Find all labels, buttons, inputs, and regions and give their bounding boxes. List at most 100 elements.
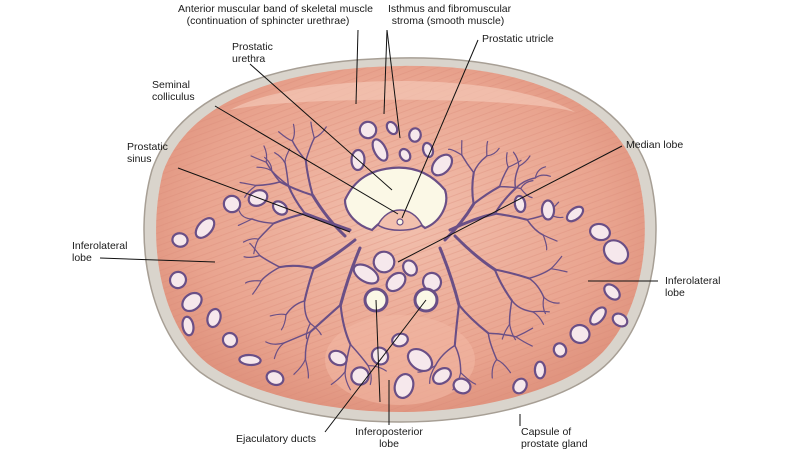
label-line: stroma (smooth muscle) (391, 15, 505, 27)
gland-duct (305, 137, 316, 162)
gland-duct (457, 303, 490, 335)
label-seminal-colliculus: Seminal colliculus (152, 79, 195, 103)
gland-duct (520, 180, 534, 190)
gland-duct (238, 210, 253, 220)
label-line: colliculus (152, 91, 195, 103)
label-prostatic-utricle: Prostatic utricle (482, 33, 554, 45)
label-line: Prostatic (127, 141, 168, 153)
gland-duct (493, 268, 513, 302)
gland-duct (252, 280, 262, 295)
gland-duct (313, 126, 327, 139)
leader-lines (99, 29, 658, 433)
leader-prostatic-sinus (177, 167, 351, 233)
label-capsule: Capsule of prostate gland (521, 426, 588, 450)
gland-duct (244, 184, 257, 198)
gland-duct (309, 303, 342, 334)
gland-acinus (194, 217, 216, 239)
leader-ejaculatory-duct-1 (324, 299, 427, 433)
gland-duct (443, 202, 476, 242)
label-median-lobe: Median lobe (626, 139, 683, 151)
gland-duct (543, 296, 560, 304)
label-inferolateral-lobe-right: Inferolateral lobe (665, 275, 720, 299)
label-line: Seminal (152, 79, 190, 91)
gland-duct (310, 121, 315, 139)
gland-duct (303, 267, 315, 303)
gland-duct (438, 246, 461, 307)
label-line: sinus (127, 153, 152, 165)
label-inferolateral-lobe-left: Inferolateral lobe (72, 240, 127, 264)
leader-isthmus-2 (386, 29, 401, 139)
gland-duct (344, 371, 351, 391)
urethral-lumen (343, 166, 448, 232)
gland-duct (498, 185, 522, 190)
gland-duct (454, 344, 462, 374)
gland-acinus (611, 312, 629, 328)
gland-duct (505, 152, 509, 168)
gland-duct (542, 234, 558, 242)
gland-duct (473, 155, 488, 174)
gland-duct (278, 131, 293, 142)
gland-duct (259, 254, 281, 268)
gland-duct (287, 184, 306, 215)
gland-duct (515, 336, 533, 347)
gland-duct (237, 218, 253, 227)
gland-duct (494, 212, 529, 221)
gland-acinus (168, 270, 188, 290)
gland-duct (472, 185, 501, 206)
gland-duct (249, 242, 261, 257)
gland-duct (304, 331, 311, 361)
gland-duct (263, 145, 268, 163)
gland-duct (486, 147, 500, 157)
gland-acinus (222, 194, 242, 214)
gland-duct (291, 123, 295, 142)
gland-duct (496, 359, 512, 374)
gland-duct (284, 148, 291, 165)
gland-duct (514, 165, 520, 189)
glandular-tissue (168, 120, 630, 400)
gland-duct (542, 296, 547, 315)
gland-duct (515, 327, 534, 338)
leader-seminal-colliculus (214, 105, 399, 215)
label-line: Ejaculatory ducts (236, 433, 316, 445)
gland-duct (534, 174, 551, 179)
gland-duct (507, 159, 522, 168)
gland-duct (280, 314, 287, 331)
gland-duct (283, 331, 311, 344)
label-line: Inferolateral (665, 275, 721, 287)
gland-duct (278, 264, 315, 270)
gland-acinus (569, 323, 591, 345)
gland-duct (244, 280, 262, 284)
gland-acinus (328, 349, 348, 367)
gland-duct (460, 372, 477, 385)
gland-duct (330, 371, 346, 386)
label-prostatic-urethra: Prostatic urethra (232, 41, 273, 65)
gland-acinus (181, 291, 203, 313)
label-line: lobe (665, 287, 685, 299)
gland-duct (260, 266, 281, 282)
anterior-muscular-band (230, 81, 575, 112)
label-anterior-muscular-band: Anterior muscular band of skeletal muscl… (178, 3, 373, 27)
gland-acinus (206, 307, 222, 329)
gland-acinus (181, 315, 195, 337)
prostatic-utricle-opening (396, 218, 404, 226)
gland-duct (453, 234, 497, 271)
gland-duct (309, 322, 322, 336)
label-line: Inferolateral (72, 240, 128, 252)
gland-duct (429, 364, 437, 385)
gland-duct (518, 155, 531, 167)
leader-prostatic-urethra (249, 63, 393, 191)
gland-duct (526, 218, 544, 236)
gland-acinus (406, 347, 434, 373)
gland-duct (303, 212, 352, 232)
gland-acinus (432, 367, 452, 385)
gland-duct (528, 277, 545, 299)
gland-duct (491, 359, 498, 379)
gland-duct (487, 332, 498, 361)
gland-acinus (358, 120, 378, 140)
gland-duct (461, 154, 475, 174)
gland-duct (434, 344, 456, 367)
gland-duct (265, 341, 286, 345)
gland-duct (339, 303, 352, 346)
